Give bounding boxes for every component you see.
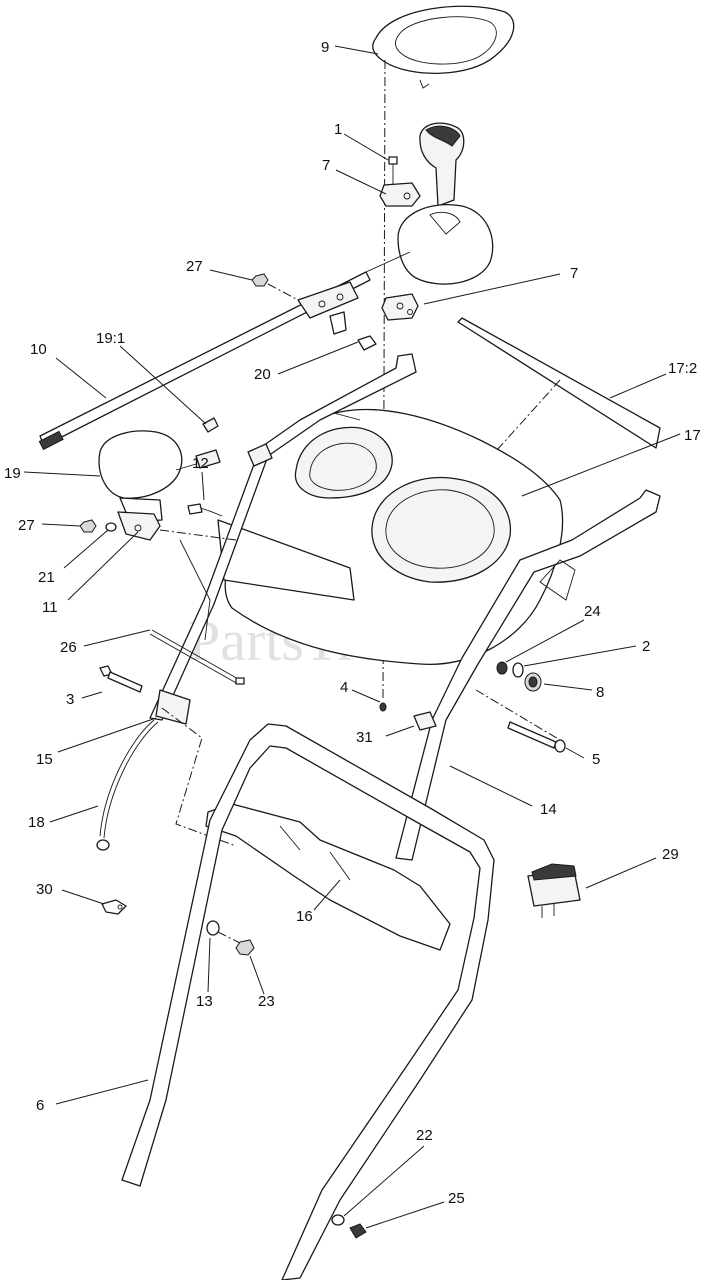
callout-9: 9 xyxy=(321,39,329,56)
part-7-lower-clamp xyxy=(381,293,419,321)
part-21-washer xyxy=(105,522,117,532)
callout-17-2: 17:2 xyxy=(668,360,697,377)
part-31-clip xyxy=(413,711,437,731)
part-4-screw xyxy=(379,702,387,712)
callout-20: 20 xyxy=(254,366,271,383)
part-27-nut-upper xyxy=(251,273,269,287)
callout-4: 4 xyxy=(340,679,348,696)
part-17-2-decal-strip xyxy=(457,317,661,449)
part-25-bolt xyxy=(349,1223,367,1239)
callout-18: 18 xyxy=(28,814,45,831)
callout-25: 25 xyxy=(448,1190,465,1207)
callout-14: 14 xyxy=(540,801,557,818)
part-19-1-bulb xyxy=(202,417,219,433)
leader-lines xyxy=(23,45,681,1229)
callout-13: 13 xyxy=(196,993,213,1010)
part-6-lower-handle xyxy=(121,723,495,1280)
part-29-switch xyxy=(527,863,581,918)
part-3-bolt xyxy=(99,665,143,693)
part-13-washer xyxy=(206,920,220,936)
callout-labels: 9 1 7 7 27 10 19:1 20 17:2 17 19 12 27 2… xyxy=(4,39,701,1207)
callout-10: 10 xyxy=(30,341,47,358)
washer-13-axis xyxy=(217,931,243,945)
part-10-chute-rod xyxy=(38,251,411,451)
callout-27-upper: 27 xyxy=(186,258,203,275)
callout-16: 16 xyxy=(296,908,313,925)
callout-21: 21 xyxy=(38,569,55,586)
callout-29: 29 xyxy=(662,846,679,863)
part-1-bolt xyxy=(388,156,398,188)
part-11-headlight-bracket xyxy=(117,511,161,541)
callout-22: 22 xyxy=(416,1127,433,1144)
nut-27-axis xyxy=(267,283,299,301)
part-12-wire-harness xyxy=(179,503,223,641)
callout-11: 11 xyxy=(42,599,58,616)
part-20-bolt xyxy=(357,335,377,351)
callout-26: 26 xyxy=(60,639,77,656)
part-16-crossbar xyxy=(205,803,451,951)
callout-3: 3 xyxy=(66,691,74,708)
callout-6: 6 xyxy=(36,1097,44,1114)
part-23-nut xyxy=(235,939,255,956)
harness-connector-top xyxy=(247,443,273,467)
part-7-upper-clamp xyxy=(379,182,421,207)
part-22-washer xyxy=(331,1214,345,1226)
callout-31: 31 xyxy=(356,729,373,746)
callout-17: 17 xyxy=(684,427,701,444)
callout-12: 12 xyxy=(192,455,209,472)
part-5-bolt xyxy=(507,721,566,753)
part-24-washer xyxy=(496,661,508,675)
callout-15: 15 xyxy=(36,751,53,768)
callout-8: 8 xyxy=(596,684,604,701)
callout-27-lower: 27 xyxy=(18,517,35,534)
part-26-cable-tie xyxy=(149,629,245,685)
part-17-dash-panel xyxy=(217,408,564,666)
callout-19: 19 xyxy=(4,465,21,482)
part-18-ground-wire xyxy=(96,719,159,851)
part-30-terminal xyxy=(101,899,127,915)
callout-7-upper: 7 xyxy=(322,157,330,174)
callout-19-1: 19:1 xyxy=(96,330,125,347)
callout-24: 24 xyxy=(584,603,601,620)
chute-bracket xyxy=(297,281,359,335)
chute-control-assembly xyxy=(397,122,494,285)
callout-2: 2 xyxy=(642,638,650,655)
part-15-handle-bracket xyxy=(155,689,191,725)
part-8-knob xyxy=(524,672,542,692)
callout-5: 5 xyxy=(592,751,600,768)
bracket-axis xyxy=(159,529,237,541)
callout-7-lower: 7 xyxy=(570,265,578,282)
callout-30: 30 xyxy=(36,881,53,898)
part-2-washer xyxy=(512,662,524,678)
callout-1: 1 xyxy=(334,121,342,138)
knob-axis xyxy=(475,689,561,741)
decal-axis xyxy=(469,379,561,481)
part-27-nut-lower xyxy=(79,519,97,533)
bracket-15-axis xyxy=(161,707,237,847)
part-9-cover-ring xyxy=(372,5,515,89)
callout-23: 23 xyxy=(258,993,275,1010)
